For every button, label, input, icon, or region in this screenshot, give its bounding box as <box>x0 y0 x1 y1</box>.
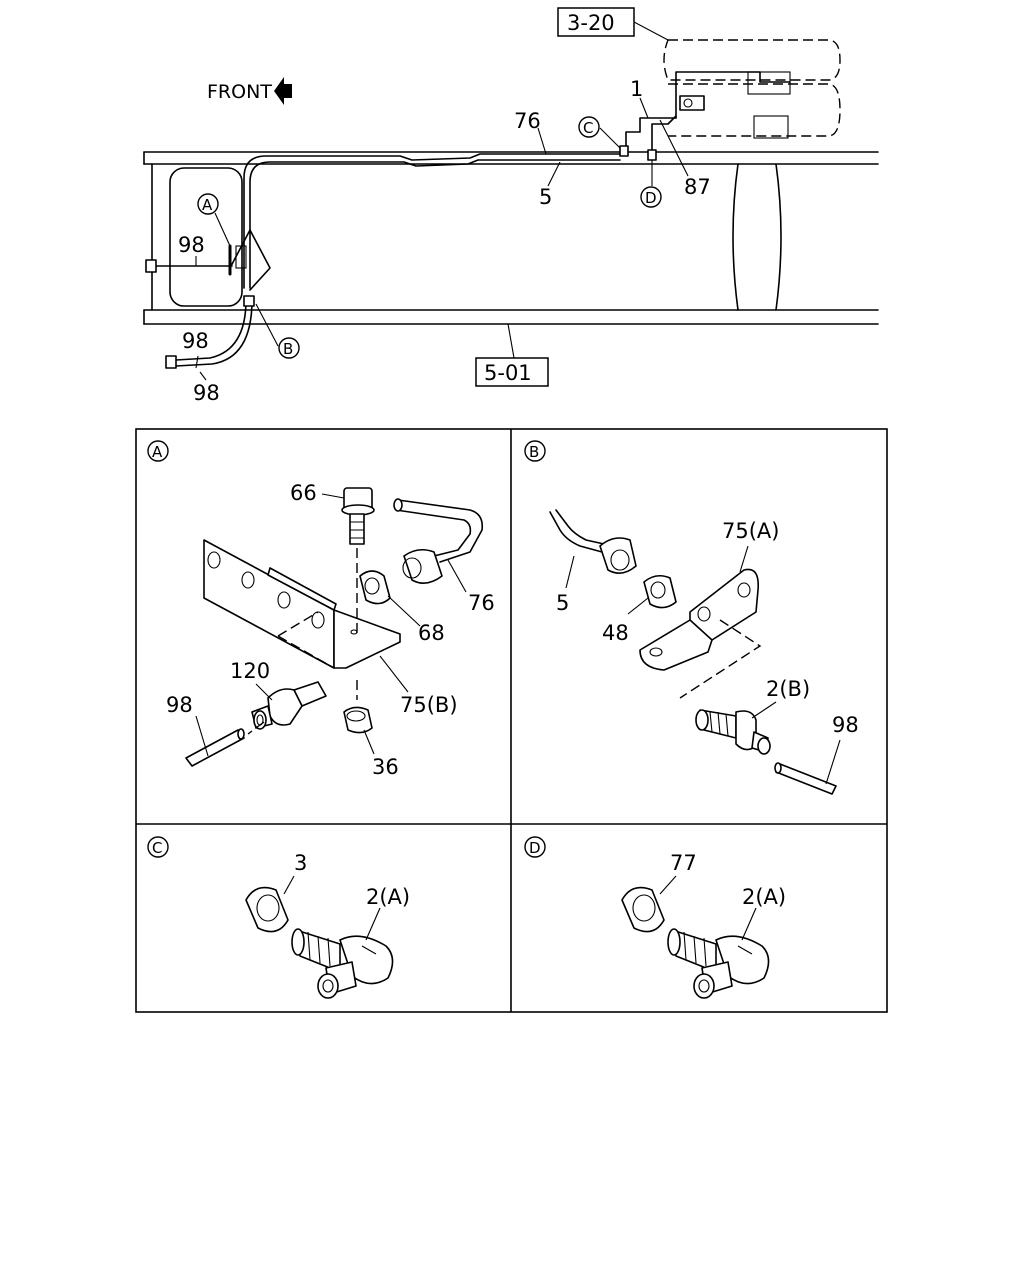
pipe-76-detail <box>393 498 484 584</box>
pipe-5-detail <box>549 509 637 574</box>
label-b-48: 48 <box>602 621 629 645</box>
label-d-77: 77 <box>670 851 697 875</box>
label-98-mid: 98 <box>182 329 209 353</box>
label-d-2a: 2(A) <box>742 885 786 909</box>
label-a-76: 76 <box>468 591 495 615</box>
detail-b-tag: B <box>529 443 539 461</box>
ref-box-5-01-text: 5-01 <box>484 361 532 385</box>
washer-77 <box>621 886 665 933</box>
label-a-120: 120 <box>230 659 270 683</box>
detail-grid <box>135 428 888 1013</box>
pipe-98-b <box>774 762 837 795</box>
pipe-lines <box>145 115 677 369</box>
washer-48 <box>643 574 677 609</box>
detail-d-tag: D <box>529 839 541 857</box>
svg-text:D: D <box>645 189 657 207</box>
ref-box-3-20-text: 3-20 <box>567 11 615 35</box>
washer-3 <box>245 886 289 933</box>
callout-a[interactable]: A <box>197 193 219 215</box>
label-c-3: 3 <box>294 851 307 875</box>
washer-68 <box>359 570 391 605</box>
label-a-68: 68 <box>418 621 445 645</box>
ref-box-3-20[interactable] <box>557 7 635 37</box>
label-98-bottom: 98 <box>193 381 220 405</box>
tee-fitting-2a-d <box>667 928 770 999</box>
pipe-98-a <box>185 728 245 767</box>
detail-b-panel: B <box>524 440 859 795</box>
label-76: 76 <box>514 109 541 133</box>
leader-lines <box>195 97 689 381</box>
detail-a-tag: A <box>152 443 163 461</box>
connector-2b <box>695 709 771 755</box>
detail-d-panel: D 77 2(A) <box>524 836 786 999</box>
label-c-2a: 2(A) <box>366 885 410 909</box>
svg-text:A: A <box>202 196 213 214</box>
callout-b[interactable]: B <box>278 337 300 359</box>
svg-text:C: C <box>583 119 593 137</box>
label-b-2b: 2(B) <box>766 677 810 701</box>
label-98-left: 98 <box>178 233 205 257</box>
label-b-98: 98 <box>832 713 859 737</box>
callout-d[interactable]: D <box>640 186 662 208</box>
label-a-36: 36 <box>372 755 399 779</box>
svg-text:B: B <box>283 340 293 358</box>
label-a-66: 66 <box>290 481 317 505</box>
callout-c[interactable]: C <box>578 116 600 138</box>
front-label: FRONT <box>207 81 272 103</box>
label-b-75a: 75(A) <box>722 519 779 543</box>
detail-a-panel: A <box>147 440 495 779</box>
label-1: 1 <box>630 77 643 101</box>
bracket-75a <box>639 568 760 671</box>
tee-fitting-2a-c <box>291 928 394 999</box>
air-tank <box>663 39 841 139</box>
label-a-98: 98 <box>166 693 193 717</box>
detail-c-panel: C 3 2(A) <box>147 836 410 999</box>
label-b-5: 5 <box>556 591 569 615</box>
front-arrow-icon <box>274 77 292 105</box>
label-a-75b: 75(B) <box>400 693 458 717</box>
nut-36 <box>343 706 373 734</box>
bolt-66 <box>341 487 375 545</box>
bracket-75b <box>203 539 401 669</box>
overview-diagram: FRONT 3-20 <box>143 7 879 405</box>
connector-120 <box>251 681 327 730</box>
detail-c-tag: C <box>152 839 162 857</box>
label-5: 5 <box>539 185 552 209</box>
ref-box-5-01[interactable] <box>475 357 549 387</box>
label-87: 87 <box>684 175 711 199</box>
